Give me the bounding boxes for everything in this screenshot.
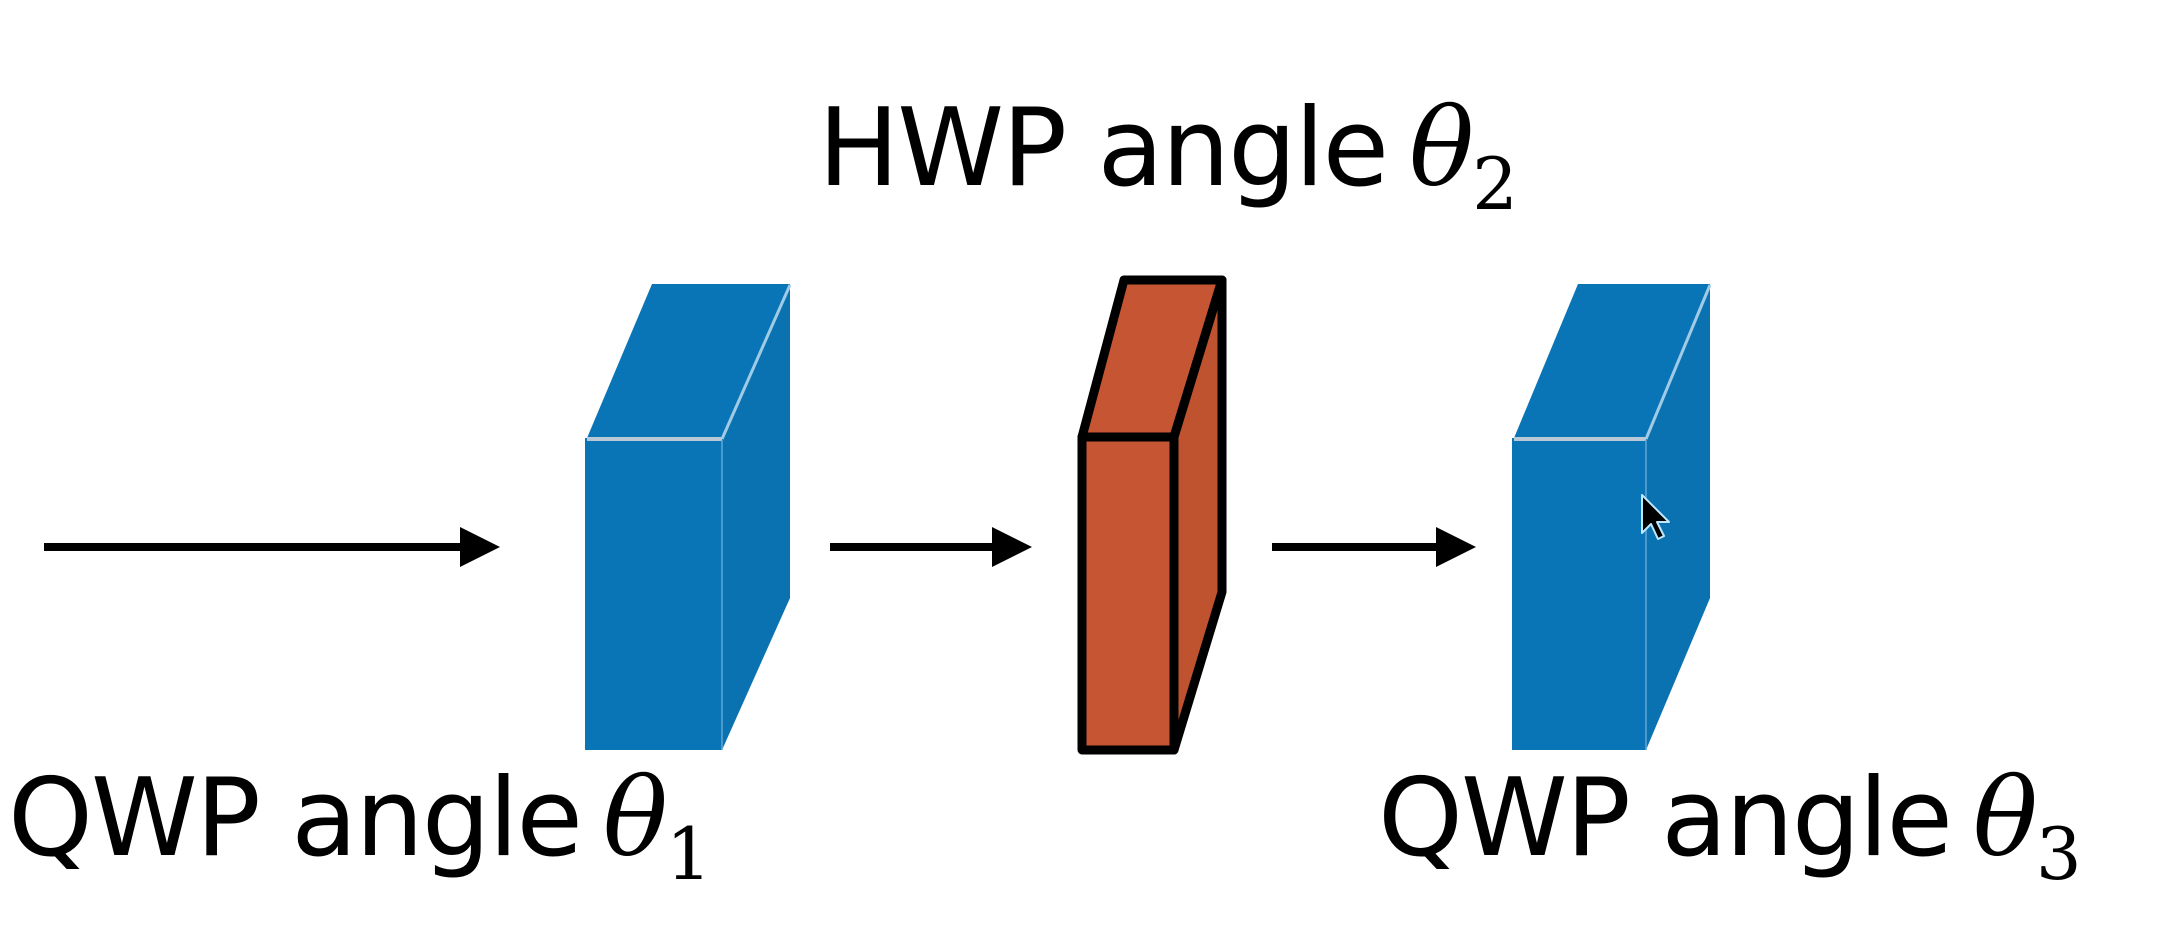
- theta-symbol: θ: [1409, 86, 1474, 211]
- qwp3-front-face: [1512, 438, 1646, 750]
- qwp3-plate: [1512, 284, 1712, 750]
- theta-symbol: θ: [1972, 756, 2038, 881]
- qwp3-label-text: QWP angle: [1378, 756, 1953, 881]
- qwp1-top-face: [587, 284, 790, 438]
- theta-symbol: θ: [602, 756, 668, 881]
- mouse-pointer-icon: [1641, 494, 1670, 540]
- hwp-plate: [1077, 275, 1227, 755]
- hwp-front-face: [1077, 432, 1179, 755]
- arrow-input: [44, 527, 500, 567]
- arrow-qwp1-to-hwp: [830, 527, 1032, 567]
- subscript: 3: [2035, 812, 2082, 896]
- qwp1-front-face: [585, 438, 722, 750]
- hwp-label-text: HWP angle: [818, 86, 1389, 211]
- arrow-hwp-to-qwp3: [1272, 527, 1476, 567]
- qwp1-label-text: QWP angle: [8, 756, 583, 881]
- qwp1-plate: [585, 284, 792, 750]
- subscript: 1: [665, 812, 712, 896]
- subscript: 2: [1472, 142, 1518, 226]
